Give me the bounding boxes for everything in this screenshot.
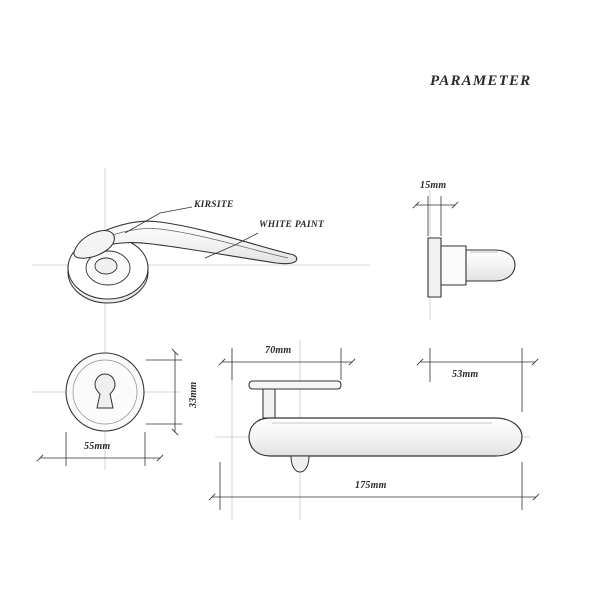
lever-handle-top-view <box>67 220 298 304</box>
escutcheon-front-view <box>36 348 182 466</box>
lever-front-elevation <box>208 348 540 510</box>
dimension-15mm: 15mm <box>420 180 447 191</box>
annotation-white-paint: WHITE PAINT <box>259 220 325 230</box>
dimension-70mm: 70mm <box>265 345 292 356</box>
lever-side-elevation <box>412 196 516 298</box>
dimension-33mm: 33mm <box>188 381 199 408</box>
dimension-53mm: 53mm <box>452 369 479 380</box>
annotation-leaders <box>124 206 259 259</box>
dimension-175mm: 175mm <box>355 480 387 491</box>
annotation-kirsite: KIRSITE <box>194 200 234 210</box>
dimension-55mm: 55mm <box>84 441 111 452</box>
page-title: PARAMETER <box>430 73 532 89</box>
